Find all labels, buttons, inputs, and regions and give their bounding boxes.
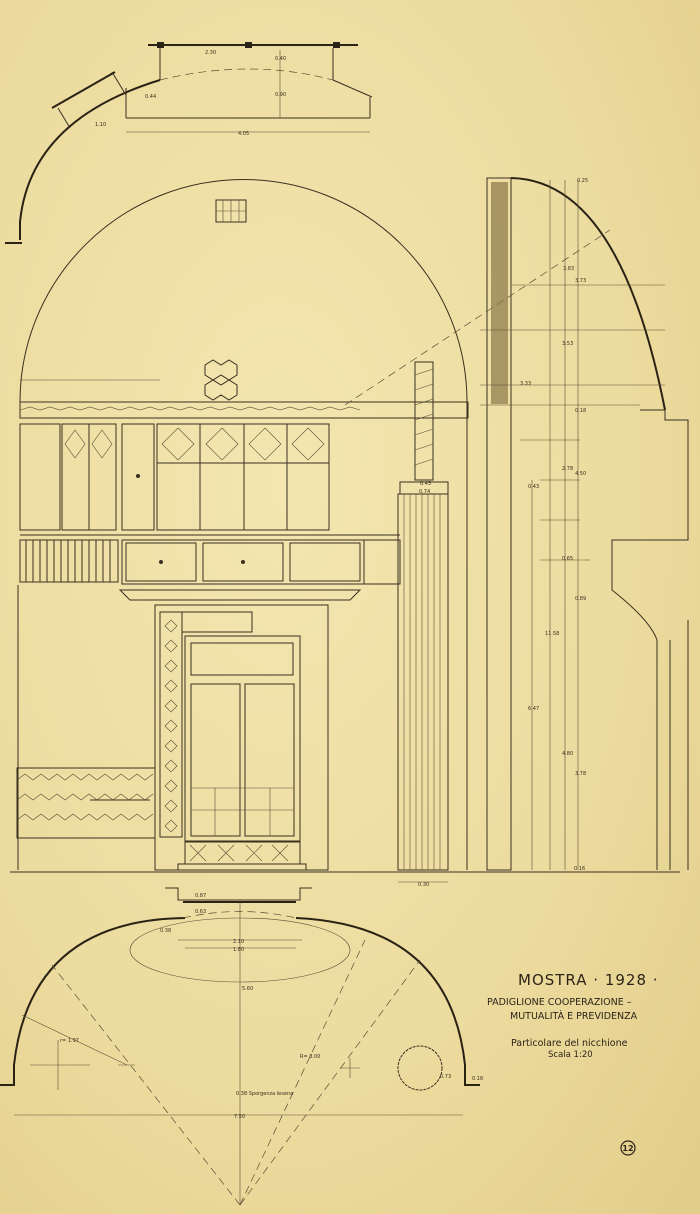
elevation: 0.30 0.43 0.74 (10, 179, 680, 888)
dim-label: 0.18 (575, 408, 586, 414)
pavilion-title-line1: PADIGLIONE COOPERAZIONE – (487, 997, 632, 1008)
window-row (19, 423, 330, 531)
title-block: MOSTRA · 1928 · PADIGLIONE COOPERAZIONE … (487, 971, 659, 1156)
dim-label: 5.60 (242, 986, 253, 992)
dim-label: 0.73 (440, 1074, 451, 1080)
dim-label: r= 1.97 (60, 1038, 79, 1044)
dim-label: 4.05 (238, 131, 249, 137)
dim-label: 7.50 (234, 1114, 245, 1120)
column-section-circle (397, 1045, 443, 1091)
dim-label: 4.80 (562, 751, 573, 757)
dim-label: 2.78 (562, 466, 573, 472)
dim-label: 4.50 (575, 471, 586, 477)
dim-label: 0.87 (195, 893, 206, 899)
dim-label: 0.89 (575, 596, 586, 602)
top-plan: 2.30 0.40 0.90 4.05 0.44 1.10 (5, 42, 373, 244)
dim-label: 0.25 (577, 178, 588, 184)
hexagon-panel (16, 767, 156, 839)
balustrade (19, 539, 119, 583)
dim-label: 11.58 (545, 631, 559, 637)
ornament-scales (215, 199, 247, 223)
dim-label: 0.40 (275, 56, 286, 62)
doorway (154, 604, 329, 871)
dim-label: 0.16 (472, 1076, 483, 1082)
dim-label: 0.43 (528, 484, 539, 490)
dim-label: 1.10 (95, 122, 106, 128)
bottom-plan: 0.87 0.63 0.38 2.10 1.80 5.60 r= 1.97 R=… (0, 887, 483, 1206)
dim-label: 3.53 (562, 341, 573, 347)
pavilion-title-line2: MUTUALITÀ E PREVIDENZA (510, 1010, 638, 1022)
dim-label: 0.90 (275, 92, 286, 98)
dim-label: 0.43 (420, 481, 431, 487)
ornament-hexagons (204, 359, 238, 401)
decorative-strip (491, 182, 508, 404)
dim-label: 2.30 (205, 50, 216, 56)
dim-label: 3.33 (520, 381, 531, 387)
dim-label: 1.80 (233, 947, 244, 953)
dim-label: 0.63 (195, 909, 206, 915)
dim-label: 3.78 (575, 771, 586, 777)
drawing-scale: Scala 1:20 (548, 1050, 593, 1060)
dim-label: 3.73 (575, 278, 586, 284)
sheet-number: 12 (622, 1144, 633, 1153)
section: 0.25 3.83 3.73 3.53 3.33 0.18 2.78 4.50 … (440, 177, 689, 1080)
dim-label: R= 8.00 (300, 1054, 320, 1060)
dim-label: 0.16 (574, 866, 585, 872)
dim-label: 6.47 (528, 706, 539, 712)
sheet-number-circle (620, 1140, 636, 1156)
dim-label: 2.10 (233, 939, 244, 945)
drawing-subject: Particolare del nicchione (511, 1038, 628, 1049)
note-sporgenza-lesena: 0.38 Sporgenza lesena (236, 1091, 293, 1097)
dim-label: 0.30 (418, 882, 429, 888)
dim-label: 0.38 (160, 928, 171, 934)
dim-label: 0.44 (145, 94, 156, 100)
column (397, 361, 449, 871)
dim-label: 0.65 (562, 556, 573, 562)
exhibition-title: MOSTRA · 1928 · (518, 971, 659, 989)
dim-label: 0.74 (419, 489, 430, 495)
dim-label: 3.83 (563, 266, 574, 272)
